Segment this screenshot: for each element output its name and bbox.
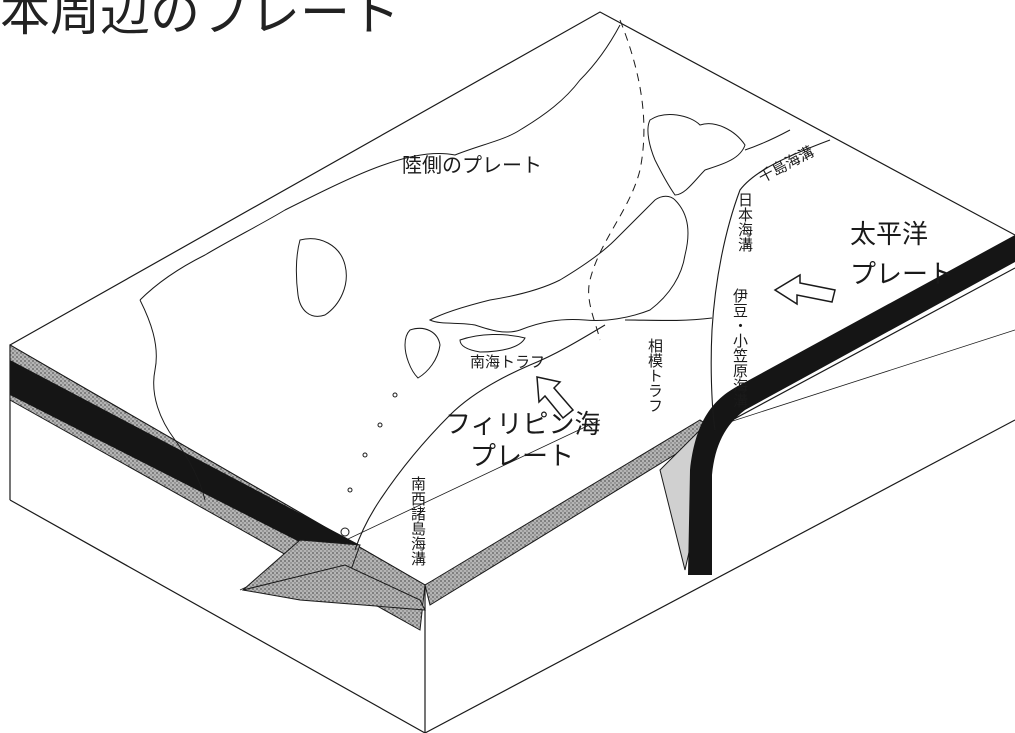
ryukyu-island <box>392 392 398 398</box>
philippine-slab <box>10 360 360 565</box>
plate-boundary-dashed <box>588 19 645 341</box>
map-coastlines <box>139 24 791 537</box>
label-nankai-trough: 南海トラフ <box>470 353 545 371</box>
ryukyu-island <box>362 452 368 458</box>
ryukyu-island <box>347 487 353 493</box>
kuril-islands <box>744 129 791 151</box>
label-nansei-trench: 南西諸島海溝 <box>409 476 427 566</box>
pacific-arrow-icon <box>773 273 836 306</box>
pacific-slab <box>688 235 1015 575</box>
label-kuril-trench: 千島海溝 <box>755 142 816 186</box>
label-pacific-plate-2: プレート <box>850 260 954 290</box>
label-philippine-plate-2: プレート <box>470 442 574 472</box>
hokkaido-coast <box>647 114 746 196</box>
ryukyu-island <box>377 422 383 428</box>
ryukyu-island <box>340 527 350 537</box>
label-continental-plate: 陸側のプレート <box>402 153 542 177</box>
trench-lines <box>354 139 831 551</box>
label-pacific-plate-1: 太平洋 <box>850 220 928 250</box>
philippine-arrow-icon <box>536 376 575 420</box>
block-bottom-left <box>9 499 426 733</box>
honshu-coast <box>428 195 689 333</box>
shikoku-coast <box>459 333 526 353</box>
left-wedge-lower <box>242 564 426 611</box>
label-izu-bonin-trench: 伊豆・小笠原海溝 <box>731 288 749 408</box>
nankai-trough-line <box>354 324 606 551</box>
continent-coast <box>139 24 621 301</box>
sagami-trough-line <box>624 317 713 322</box>
label-japan-trench: 日本海溝 <box>736 192 754 252</box>
diagram-title: 本周辺のプレート <box>0 0 400 42</box>
kuril-japan-trench-line <box>710 139 831 431</box>
korea-coast <box>295 238 347 317</box>
block-top-outline <box>9 11 1015 346</box>
block-bottom-right <box>424 419 1015 733</box>
label-philippine-plate-1: フィリピン海 <box>445 410 600 440</box>
kyushu-coast <box>404 327 441 379</box>
label-sagami-trough: 相模トラフ <box>646 338 664 413</box>
block-back-line-2 <box>679 329 1015 439</box>
china-coast <box>139 299 206 501</box>
